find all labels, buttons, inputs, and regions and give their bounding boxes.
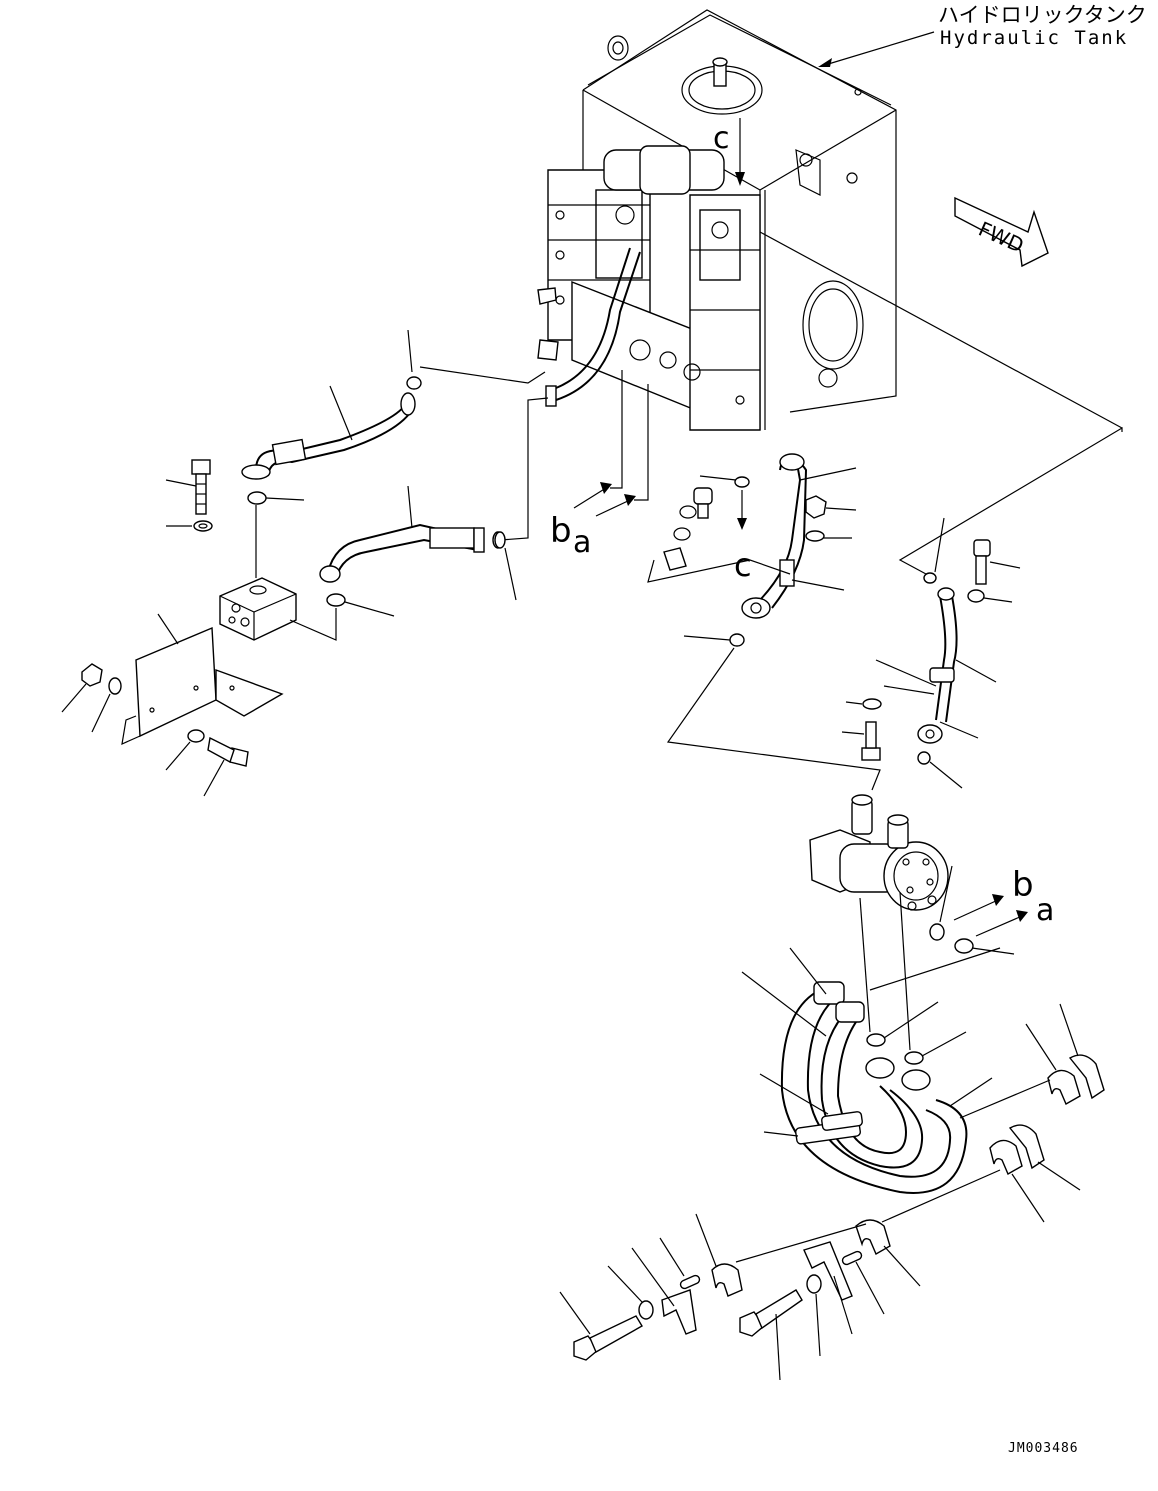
washer bbox=[187, 729, 205, 743]
washer bbox=[108, 677, 122, 695]
pump-motor bbox=[809, 794, 949, 911]
washer bbox=[193, 520, 213, 532]
drawing-number: JM003486 bbox=[1008, 1441, 1079, 1456]
o-ring bbox=[866, 1033, 886, 1047]
hose-center bbox=[741, 453, 808, 619]
nut bbox=[81, 663, 103, 687]
o-ring bbox=[904, 1051, 924, 1065]
spacer bbox=[841, 1250, 863, 1266]
bolt-long-left bbox=[573, 1315, 643, 1361]
o-ring bbox=[929, 923, 945, 941]
washer bbox=[805, 530, 825, 542]
callout-b-low: b bbox=[1012, 865, 1034, 905]
bolt-upper-left bbox=[191, 459, 211, 515]
bolt-right bbox=[973, 539, 991, 585]
o-ring bbox=[923, 572, 937, 584]
washer bbox=[638, 1300, 654, 1320]
mounting-bracket bbox=[121, 626, 284, 746]
fwd-arrow-icon: FWD bbox=[954, 196, 1049, 268]
washer bbox=[862, 698, 882, 710]
o-ring bbox=[406, 376, 422, 390]
callout-c-mid: c bbox=[734, 546, 752, 584]
clamp-right-2 bbox=[989, 1124, 1045, 1175]
title-leader bbox=[824, 31, 935, 66]
o-ring bbox=[917, 751, 931, 765]
title-arrowhead bbox=[818, 58, 832, 67]
o-ring bbox=[954, 938, 974, 954]
hose-upper-2 bbox=[319, 523, 504, 583]
callout-a-low: a bbox=[1036, 893, 1054, 928]
bolt-long-right bbox=[739, 1289, 803, 1337]
o-ring bbox=[729, 633, 745, 647]
control-valve-block bbox=[537, 145, 761, 431]
callout-b-mid: b bbox=[550, 511, 572, 551]
clamp-lower-1 bbox=[855, 1219, 891, 1255]
o-ring bbox=[326, 593, 346, 607]
hose-lower-assembly bbox=[780, 981, 968, 1194]
clamp-lower-2 bbox=[711, 1263, 743, 1297]
manifold-block bbox=[219, 577, 297, 641]
bolt-right-lower bbox=[861, 721, 881, 761]
bolt-center bbox=[693, 487, 713, 519]
callout-c-top: c bbox=[713, 121, 730, 156]
clamp-right-1 bbox=[1047, 1054, 1105, 1105]
clamp-small bbox=[663, 547, 687, 571]
o-ring bbox=[247, 491, 267, 505]
title-jp: ハイドロリックタンク bbox=[938, 3, 1147, 27]
callout-a-mid: a bbox=[573, 525, 591, 560]
spacer bbox=[679, 1274, 701, 1290]
title-en: Hydraulic Tank bbox=[940, 27, 1128, 49]
hose-upper-1 bbox=[241, 392, 416, 480]
hose-valve-link bbox=[555, 247, 631, 389]
bolt-bracket bbox=[207, 736, 249, 767]
hose-right bbox=[917, 587, 958, 744]
washer bbox=[967, 589, 985, 603]
nut bbox=[805, 495, 827, 519]
o-ring bbox=[734, 476, 750, 488]
washer bbox=[806, 1274, 822, 1294]
